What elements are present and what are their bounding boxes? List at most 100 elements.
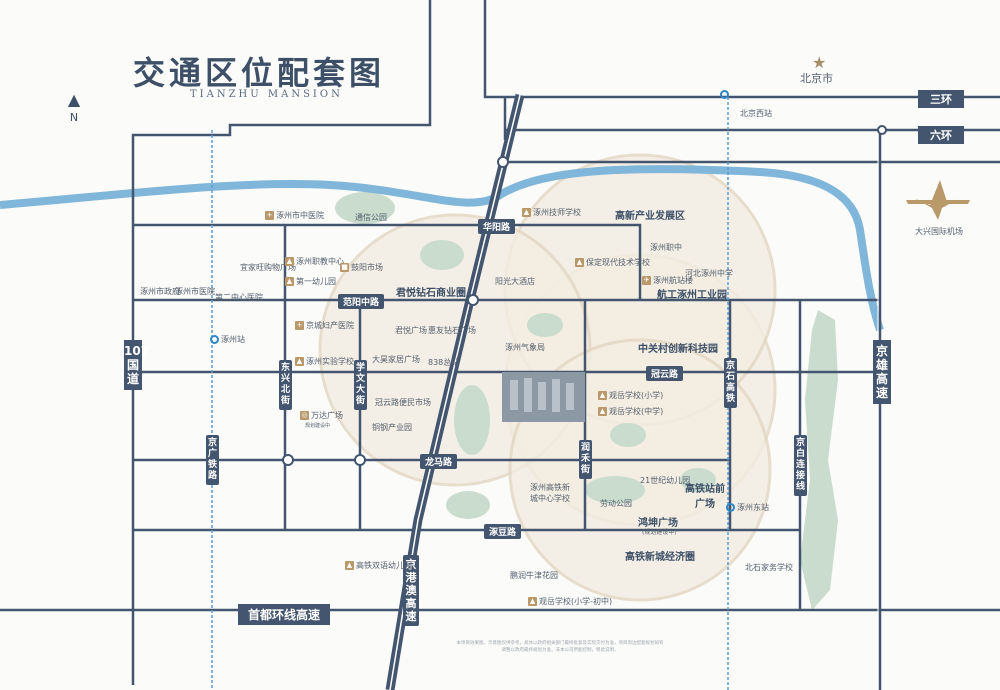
school-icon: ▲ [598, 407, 607, 416]
capital-star-icon: ★ [812, 53, 827, 72]
road-runhe: 润禾街 [579, 440, 592, 479]
mall-icon: ◎ [300, 411, 309, 420]
north-arrow-icon: ▲ [67, 90, 81, 109]
poi[interactable]: ▲观岳学校(小学) [598, 391, 664, 400]
airport-icon [906, 180, 970, 220]
park [420, 240, 464, 270]
poi[interactable]: 涿州气象局 [505, 343, 545, 352]
poi[interactable]: 涿州市医院 [175, 287, 215, 296]
school-icon: ▲ [522, 208, 531, 217]
poi[interactable]: ▲第一幼儿园 [285, 277, 336, 286]
poi[interactable]: +京城妇产医院 [295, 321, 354, 330]
road-zhuodou: 涿豆路 [484, 524, 522, 539]
poi[interactable]: 阳光大酒店 [495, 277, 535, 286]
metro-icon [210, 335, 219, 344]
park [680, 468, 716, 492]
poi[interactable]: 838总站 [428, 358, 460, 367]
poi: 通信公园 [355, 213, 387, 222]
highway-jinggangao: 京港澳高速 [403, 555, 419, 626]
highway-g107: 107国道 [124, 340, 149, 390]
park [527, 313, 563, 337]
school-icon: ▲ [528, 597, 537, 606]
road-jingbai: 京白连接线 [794, 435, 807, 496]
page-subtitle: TIANZHU MANSION [190, 89, 343, 100]
school-icon: ▲ [295, 357, 304, 366]
station-beijingxi[interactable] [720, 90, 731, 99]
poi-note: 规划建设中 [305, 423, 331, 429]
poi[interactable]: ▲涿州实验学校 [295, 357, 354, 366]
road-guanyun: 冠云路 [646, 366, 684, 381]
poi[interactable]: 鹏润牛津花园 [510, 571, 558, 580]
poi[interactable]: 涿州职中 [650, 243, 682, 252]
river [0, 165, 884, 332]
poi[interactable]: ▲观岳学校(中学) [598, 407, 664, 416]
school-icon: ▲ [285, 257, 294, 266]
road-fanyang: 范阳中路 [338, 294, 385, 309]
poi[interactable]: 涿州高铁新城中心学校 [530, 483, 570, 503]
poi[interactable]: ▲保定现代技术学校 [575, 258, 650, 267]
poi[interactable]: 宜家旺购物广场 [240, 263, 296, 272]
road-longma: 龙马路 [420, 454, 458, 469]
station-beijingxi-label: 北京西站 [740, 109, 772, 118]
ring-road-3: 三环 [918, 90, 964, 108]
zone-gaotiezhanqian: 高铁站前广场 [685, 484, 725, 510]
hospital-icon: + [295, 321, 304, 330]
plane-icon: ✈ [642, 276, 651, 285]
hospital-icon: + [265, 211, 274, 220]
disclaimer: 本项目效果图、示意图仅供参考，具体以政府相关部门最终批复及实际交付为准，项目周边… [456, 641, 664, 653]
park [610, 423, 646, 447]
zone-zhongguancun: 中关村创新科技园 [638, 344, 718, 355]
zone-gaotiecheng: 高铁新城经济圈 [625, 552, 695, 563]
park [585, 476, 645, 504]
poi[interactable]: 北石家务学校 [745, 563, 793, 572]
zone-hongkun-note: (规划建设中) [642, 529, 677, 536]
station-zhuozhoudong[interactable]: 涿州东站 [726, 502, 769, 513]
poi[interactable]: 涿州市政府 [140, 287, 180, 296]
road-xuewen: 学文大街 [354, 360, 367, 410]
city-label: 北京市 [800, 72, 833, 85]
school-icon: ▲ [345, 561, 354, 570]
poi[interactable]: 君悦广场 [395, 326, 427, 335]
green-belt [800, 310, 838, 610]
park [454, 385, 490, 455]
north-arrow: ▲ N [62, 90, 86, 124]
poi[interactable]: ▲高铁双语幼儿园 [345, 561, 412, 570]
school-icon: ▲ [575, 258, 584, 267]
market-icon: ■ [340, 263, 349, 272]
school-icon: ▲ [598, 391, 607, 400]
poi[interactable]: 冠云路便民市场 [375, 398, 431, 407]
poi[interactable]: 铜钢产业园 [372, 423, 412, 432]
poi[interactable]: ▲观岳学校(小学-初中) [528, 597, 613, 606]
poi[interactable]: ◎万达广场 [300, 411, 343, 420]
station-zhuozhou[interactable]: 涿州站 [210, 334, 245, 345]
poi[interactable]: ▲涿州职教中心 [285, 257, 344, 266]
poi[interactable]: ✈涿州航站楼 [642, 276, 693, 285]
north-label: N [69, 111, 79, 124]
poi[interactable]: 河北涿州中学 [685, 269, 733, 278]
metro-icon [726, 503, 735, 512]
page-title: 交通区位配套图 [133, 54, 386, 92]
poi: 劳动公园 [600, 499, 632, 508]
road-dongxing: 东兴北街 [279, 360, 292, 410]
poi[interactable]: 21世纪幼儿园 [640, 476, 691, 485]
poi[interactable]: ▲涿州技师学校 [522, 208, 581, 217]
poi[interactable]: +涿州市中医院 [265, 211, 324, 220]
poi[interactable]: 惠友钻石广场 [428, 326, 476, 335]
ring-road-6: 六环 [918, 126, 964, 144]
zone-junyue: 君悦钻石商业圈 [396, 288, 466, 299]
poi[interactable]: ■鼓阳市场 [340, 263, 383, 272]
highway-shoudu: 首都环线高速 [238, 604, 331, 625]
park [335, 192, 395, 224]
park [446, 491, 490, 519]
school-icon: ▲ [285, 277, 294, 286]
road-jingguang: 京广铁路 [206, 435, 219, 485]
road-jingshi: 京石高铁 [724, 358, 737, 408]
metro-icon [720, 90, 729, 99]
intersections [282, 125, 887, 466]
poi[interactable]: 第二中心医院 [215, 293, 263, 302]
zone-hongkun: 鸿坤广场 [638, 518, 678, 529]
poi[interactable]: 大昊家居广场 [372, 355, 420, 364]
